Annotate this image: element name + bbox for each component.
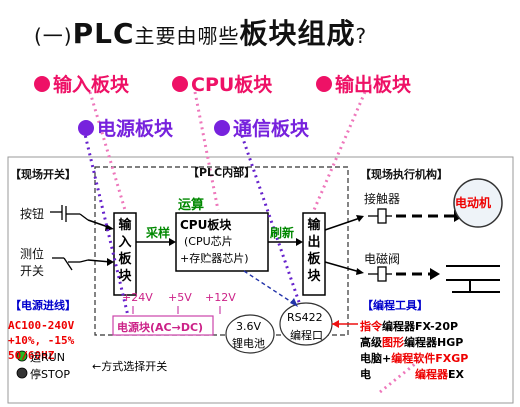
battery-voltage: 3.6V <box>236 320 262 333</box>
cpu-to-comm-link <box>243 270 297 306</box>
prog-tool-3-highlight: 编程软件 <box>391 352 436 365</box>
stop-led <box>16 367 28 379</box>
prog-tool-4-name: EX <box>448 368 464 381</box>
comm-category-pointer <box>238 129 302 306</box>
cpu-block-title: CPU板块 <box>180 218 232 232</box>
category-label: 输入板块 <box>53 74 130 96</box>
mode-switch-label: ←方式选择开关 <box>92 360 168 373</box>
bullet-icon <box>172 76 188 92</box>
output-block-label: 输出板块 <box>307 218 321 284</box>
prog-tools-title: 【编程工具】 <box>362 299 428 312</box>
cpu-category-pointer <box>193 91 220 211</box>
prog-tool-1-name: 编程器FX-20P <box>382 320 459 333</box>
page-title: (一)PLC主要由哪些板块组成? <box>34 12 367 52</box>
title-main: PLC <box>72 17 135 50</box>
rs422-label: RS422 <box>287 311 323 324</box>
header-field-switch: 【现场开关】 <box>10 168 76 181</box>
category-label: 通信板块 <box>233 118 310 140</box>
prog-tool-4-prefix: 电 <box>360 368 371 381</box>
prog-tool-2: 高级图形编程器HGP <box>360 334 463 350</box>
prog-tool-4-highlight: 编程器 <box>415 368 448 381</box>
power-input-tolerance: +10%, -15% <box>8 334 75 347</box>
voltage-24v: +24V <box>122 291 153 304</box>
motor-label: 电动机 <box>455 196 492 210</box>
limit-switch-symbol <box>52 257 89 271</box>
power-input-frequency: 50/60HZ <box>8 349 55 362</box>
prog-tool-3: 电脑+编程软件FXGP <box>360 350 468 366</box>
power-input-voltage: AC100-240V <box>8 319 75 332</box>
output-category-pointer <box>312 91 367 211</box>
bullet-icon <box>214 120 230 136</box>
power-block-label: 电源块(AC→DC) <box>117 321 204 334</box>
motor-symbol <box>453 178 503 228</box>
power-input-title: 【电源进线】 <box>10 299 76 312</box>
input-category-pointer <box>88 91 127 211</box>
category-label: 输出板块 <box>335 74 412 96</box>
push-button-symbol <box>50 205 89 222</box>
bullet-icon <box>78 120 94 136</box>
header-plc-inner: 【PLC内部】 <box>188 166 256 179</box>
bullet-icon <box>34 76 50 92</box>
limit-switch-label-1: 测位 <box>20 247 45 261</box>
voltage-5v: +5V <box>168 291 192 304</box>
power-block-box <box>112 315 214 336</box>
bullet-icon <box>316 76 332 92</box>
run-led <box>16 350 28 362</box>
solenoid-coil-symbol <box>368 266 392 282</box>
compute-label: 运算 <box>178 198 205 213</box>
plc-inner-boundary <box>94 166 349 336</box>
title-mid: 主要由哪些 <box>134 24 240 48</box>
prog-tool-2-highlight: 图形 <box>382 336 404 349</box>
prog-tool-1: 指令编程器FX-20P <box>360 318 458 334</box>
run-label: 运RUN <box>30 351 65 364</box>
title-question: ? <box>355 24 368 48</box>
title-big: 板块组成 <box>239 17 356 50</box>
stop-label: 停STOP <box>30 368 70 381</box>
voltage-12v: +12V <box>205 291 236 304</box>
title-prefix: (一) <box>34 24 73 48</box>
prog-tool-3-prefix: 电脑+ <box>360 352 392 365</box>
category-label: 电源板块 <box>97 118 174 140</box>
contactor-coil-symbol <box>368 208 392 224</box>
prog-tool-2-name: 编程器HGP <box>404 336 464 349</box>
limit-switch-label-2: 开关 <box>20 264 45 278</box>
battery-symbol <box>225 314 275 354</box>
cpu-block-line1: (CPU芯片 <box>184 235 233 248</box>
header-field-actuator: 【现场执行机构】 <box>360 168 448 181</box>
sample-label: 采样 <box>146 226 171 240</box>
prog-tool-3-name: FXGP <box>435 352 469 365</box>
category-power: 电源板块 <box>78 114 173 141</box>
category-label: CPU板块 <box>191 74 273 96</box>
category-cpu: CPU板块 <box>172 70 272 97</box>
input-block-label: 输入板块 <box>118 218 132 284</box>
output-block-box <box>302 212 326 296</box>
push-button-label: 按钮 <box>20 207 45 221</box>
prog-tool-4: 电 编程器EX <box>360 366 464 382</box>
battery-label: 锂电池 <box>232 337 265 350</box>
power-category-pointer <box>82 129 130 317</box>
programming-port-label: 编程口 <box>290 329 323 342</box>
outer-frame <box>7 156 514 404</box>
category-comm: 通信板块 <box>214 114 309 141</box>
solenoid-label: 电磁阀 <box>364 252 401 266</box>
contactor-label: 接触器 <box>364 192 401 206</box>
cpu-block-box <box>175 212 269 272</box>
prog-tool-1-prefix: 指令 <box>360 320 382 333</box>
prog-tool-2-prefix: 高级 <box>360 336 382 349</box>
category-input: 输入板块 <box>34 70 129 97</box>
refresh-label: 刷新 <box>270 226 295 240</box>
valve-symbol <box>446 265 500 293</box>
category-output: 输出板块 <box>316 70 411 97</box>
cpu-block-line2: +存贮器芯片) <box>180 252 249 265</box>
